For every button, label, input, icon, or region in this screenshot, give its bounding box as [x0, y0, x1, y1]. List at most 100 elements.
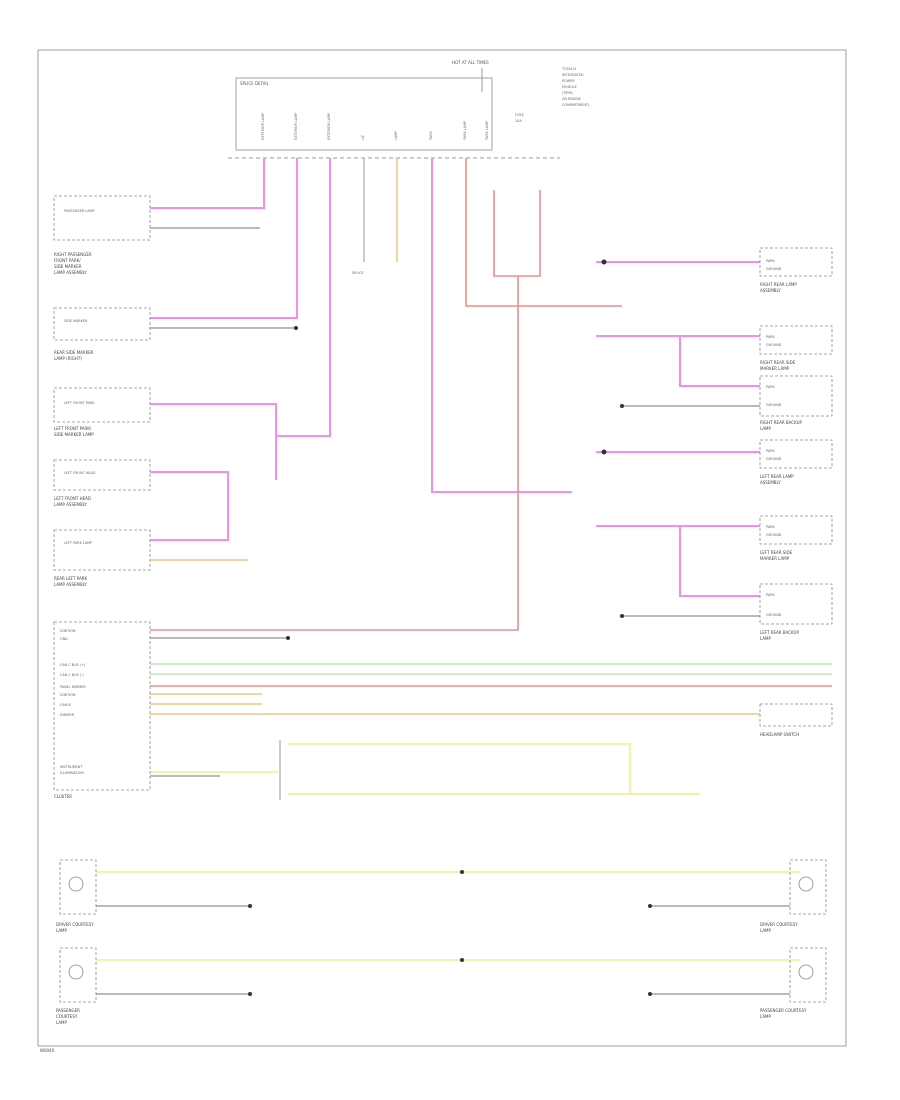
cluster-caption: CLUSTER: [54, 794, 72, 799]
svg-text:SIDE MARKER: SIDE MARKER: [54, 264, 82, 269]
svg-text:IGNITION: IGNITION: [60, 693, 76, 697]
svg-text:SIDE MARKER LAMP: SIDE MARKER LAMP: [54, 432, 94, 437]
svg-text:PANEL DIMMER: PANEL DIMMER: [60, 685, 86, 689]
svg-text:LEFT REAR LAMP: LEFT REAR LAMP: [760, 474, 794, 479]
fuse-note: FUSE 10A: [515, 113, 524, 123]
svg-text:CAN C BUS (-): CAN C BUS (-): [60, 673, 84, 677]
svg-text:RIGHT REAR SIDE: RIGHT REAR SIDE: [760, 360, 796, 365]
svg-text:10A: 10A: [515, 119, 522, 123]
svg-text:LEFT REAR SIDE: LEFT REAR SIDE: [760, 550, 793, 555]
svg-text:POWER: POWER: [562, 79, 575, 83]
svg-text:LAMP: LAMP: [56, 928, 68, 933]
svg-text:LAMP (RIGHT): LAMP (RIGHT): [54, 356, 82, 361]
left-component-lfp: LEFT FRONT PARK LEFT FRONT PARK/ SIDE MA…: [53, 387, 151, 437]
svg-text:(TIPM): (TIPM): [562, 91, 573, 95]
page-code: W0040: [40, 1048, 55, 1053]
left-component-rsm: SIDE MARKER REAR SIDE MARKER LAMP (RIGHT…: [53, 307, 151, 361]
center-connector: SPLICE: [352, 158, 398, 275]
svg-text:HEADLAMP SWITCH: HEADLAMP SWITCH: [760, 732, 799, 737]
tipm-pin-label: PARK LAMP: [485, 121, 489, 140]
svg-text:LAMP ASSEMBLY: LAMP ASSEMBLY: [54, 582, 87, 587]
ground-wires: [96, 227, 790, 996]
svg-text:DRIVER COURTESY: DRIVER COURTESY: [760, 922, 798, 927]
svg-text:ILLUMINATION: ILLUMINATION: [60, 771, 84, 775]
svg-text:SIDE MARKER: SIDE MARKER: [64, 319, 88, 323]
svg-text:GROUND: GROUND: [766, 343, 782, 347]
tipm-pin-label: EXTERIOR LAMP: [327, 113, 331, 140]
right-component-lrs: PARK GROUND LEFT REAR SIDE MARKER LAMP: [759, 515, 833, 561]
right-component-rrs: PARK GROUND RIGHT REAR SIDE MARKER LAMP: [759, 325, 833, 371]
right-component-lrt: PARK GROUND LEFT REAR LAMP ASSEMBLY: [759, 439, 833, 485]
svg-text:MODULE: MODULE: [562, 85, 577, 89]
right-component-rrb: PARK GROUND RIGHT REAR BACKUP LAMP: [759, 375, 833, 431]
hot-note: HOT AT ALL TIMES: [452, 60, 489, 65]
right-component-lrb: PARK GROUND LEFT REAR BACKUP LAMP: [759, 583, 833, 641]
tipm-module: SPLICE DETAIL HOT AT ALL TIMES TOTALLY I…: [228, 60, 590, 159]
svg-text:LEFT REAR BACKUP: LEFT REAR BACKUP: [760, 630, 799, 635]
passenger-courtesy-lamp: PASSENGER COURTESY LAMP: [56, 947, 97, 1025]
svg-text:GROUND: GROUND: [766, 403, 782, 407]
svg-text:(IN ENGINE: (IN ENGINE: [562, 97, 581, 101]
green-wire-network: [150, 663, 832, 675]
svg-text:PASSENGER: PASSENGER: [56, 1008, 80, 1013]
svg-text:COURTESY: COURTESY: [56, 1014, 78, 1019]
svg-text:LAMP: LAMP: [56, 1020, 68, 1025]
svg-text:LEFT FRONT PARK: LEFT FRONT PARK: [64, 401, 95, 405]
tipm-pin-label: LAMP: [394, 131, 398, 140]
svg-text:MARKER LAMP: MARKER LAMP: [760, 556, 790, 561]
svg-text:GROUND: GROUND: [766, 613, 782, 617]
svg-text:GROUND: GROUND: [766, 457, 782, 461]
tipm-pin-label: EXTERIOR LAMP: [294, 113, 298, 140]
svg-text:ASSEMBLY: ASSEMBLY: [760, 480, 781, 485]
tipm-side-note: TOTALLY INTEGRATED POWER MODULE (TIPM) (…: [561, 67, 590, 107]
driver-courtesy-lamp-right: DRIVER COURTESY LAMP: [760, 859, 827, 933]
svg-text:INSTRUMENT: INSTRUMENT: [60, 765, 83, 769]
cluster-module: IGNITION GND CAN C BUS (+) CAN C BUS (-)…: [53, 621, 151, 799]
svg-text:GROUND: GROUND: [766, 267, 782, 271]
svg-text:FRONT PARK/: FRONT PARK/: [54, 258, 81, 263]
right-component-rrt: PARK GROUND RIGHT REAR LAMP ASSEMBLY: [759, 247, 833, 293]
svg-text:CAN B: CAN B: [60, 703, 71, 707]
svg-text:PASSENGER COURTESY: PASSENGER COURTESY: [760, 1008, 807, 1013]
svg-text:RIGHT REAR BACKUP: RIGHT REAR BACKUP: [760, 420, 803, 425]
svg-text:RIGHT PASSENGER: RIGHT PASSENGER: [54, 252, 92, 257]
tipm-pin-label: LIC: [361, 134, 365, 140]
svg-text:LAMP ASSEMBLY: LAMP ASSEMBLY: [54, 270, 87, 275]
svg-text:ASSEMBLY: ASSEMBLY: [760, 288, 781, 293]
yellow-wire-network: [96, 740, 800, 961]
tipm-pin-label: PARK LAMP: [463, 121, 467, 140]
svg-text:SPLICE: SPLICE: [352, 271, 364, 275]
splice-detail-label: SPLICE DETAIL: [240, 81, 270, 86]
svg-text:COMPARTMENT): COMPARTMENT): [562, 103, 590, 107]
svg-text:LEFT PARK LAMP: LEFT PARK LAMP: [64, 541, 92, 545]
svg-text:PARK: PARK: [766, 449, 776, 453]
svg-text:IGNITION: IGNITION: [60, 629, 76, 633]
svg-text:LEFT FRONT PARK/: LEFT FRONT PARK/: [54, 426, 92, 431]
svg-text:LAMP ASSEMBLY: LAMP ASSEMBLY: [54, 502, 87, 507]
tipm-pin-label: PARK: [429, 130, 433, 140]
svg-text:LEFT FRONT HEAD: LEFT FRONT HEAD: [64, 471, 96, 475]
svg-text:CAN C BUS (+): CAN C BUS (+): [60, 663, 86, 667]
svg-text:LEFT FRONT HEAD: LEFT FRONT HEAD: [54, 496, 91, 501]
svg-text:GND: GND: [60, 637, 68, 641]
svg-text:DRIVER COURTESY: DRIVER COURTESY: [56, 922, 94, 927]
svg-text:PARK: PARK: [766, 259, 776, 263]
headlamp-switch: HEADLAMP SWITCH: [759, 703, 833, 737]
left-component-lfh: LEFT FRONT HEAD LEFT FRONT HEAD LAMP ASS…: [53, 459, 151, 507]
svg-text:FUSE: FUSE: [515, 113, 524, 117]
driver-courtesy-lamp: DRIVER COURTESY LAMP: [56, 859, 97, 933]
orange-wire-network: [150, 559, 760, 715]
svg-text:LAMP: LAMP: [760, 1014, 772, 1019]
svg-text:LAMP: LAMP: [760, 426, 772, 431]
svg-text:PARK: PARK: [766, 525, 776, 529]
svg-text:INTEGRATED: INTEGRATED: [562, 73, 584, 77]
svg-text:LAMP: LAMP: [760, 636, 772, 641]
svg-text:PARK: PARK: [766, 335, 776, 339]
svg-text:RIGHT REAR LAMP: RIGHT REAR LAMP: [760, 282, 797, 287]
svg-text:GROUND: GROUND: [766, 533, 782, 537]
passenger-courtesy-lamp-right: PASSENGER COURTESY LAMP: [760, 947, 827, 1019]
svg-text:MARKER LAMP: MARKER LAMP: [760, 366, 790, 371]
left-component-rlp: LEFT PARK LAMP REAR LEFT PARK LAMP ASSEM…: [53, 529, 151, 587]
left-component-rfp: PASSENGER LAMP RIGHT PASSENGER FRONT PAR…: [53, 195, 151, 275]
